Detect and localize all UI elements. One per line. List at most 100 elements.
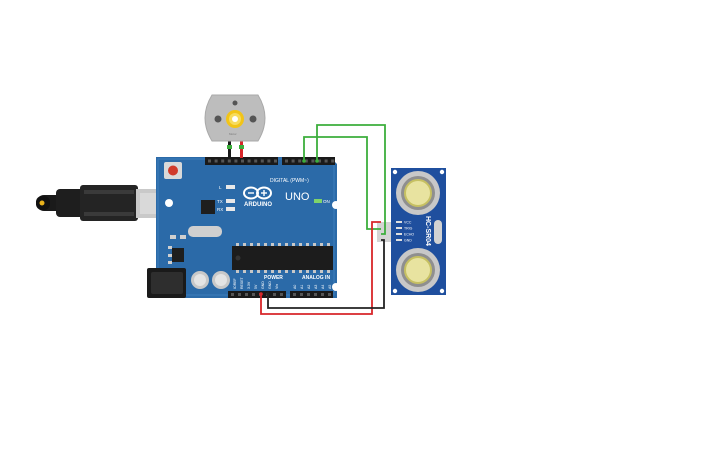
mount-hole [332, 283, 340, 291]
usb-chip [201, 200, 215, 214]
header-pin [267, 159, 271, 163]
on-led-label: ON [323, 199, 330, 204]
header-pin [260, 159, 264, 163]
motor-shaft-icon [226, 110, 244, 128]
dc-motor[interactable]: Motor [204, 94, 266, 158]
transducer-icon [396, 171, 440, 215]
svg-text:GND: GND [268, 281, 272, 289]
board-brand: ARDUINO [244, 202, 272, 208]
wire-red-vcc[interactable] [260, 221, 381, 315]
header-pin [257, 243, 260, 246]
header-pin [254, 159, 258, 163]
header-pin [299, 243, 302, 246]
header-pin [214, 159, 218, 163]
header-pin [236, 243, 239, 246]
header-pin [221, 159, 225, 163]
board-model: UNO [285, 191, 310, 203]
ultrasonic-sensor[interactable]: HC-SR04 VCC TRIG ECHO GND [377, 168, 446, 295]
header-pin [274, 159, 277, 163]
analog-pin-labels: A0 A1 A2 A3 A4 A5 [293, 285, 332, 289]
svg-text:RESET: RESET [240, 276, 244, 289]
tx-led-label: TX [217, 199, 223, 204]
header-pin [271, 270, 274, 273]
header-pin [307, 293, 310, 296]
transducer-icon [396, 248, 440, 292]
header-pin [271, 243, 274, 246]
l-led [226, 185, 235, 189]
header-pin [208, 159, 211, 163]
header-pin [331, 159, 335, 163]
svg-text:IOREF: IOREF [233, 278, 237, 289]
power-jack[interactable] [147, 268, 186, 298]
header-pin [234, 159, 238, 163]
arduino-logo-icon [243, 186, 272, 200]
header-pin [264, 270, 267, 273]
header-pin [285, 159, 288, 163]
header-pin [243, 270, 246, 273]
voltage-regulator [172, 248, 184, 262]
header-pin [236, 270, 239, 273]
arduino-uno-board[interactable]: L TX RX ON ARDUINO UNO DIGITA [147, 157, 340, 298]
header-pin [257, 270, 260, 273]
header-pin [320, 270, 323, 273]
header-pin [245, 293, 248, 296]
svg-text:A0: A0 [293, 285, 297, 289]
header-pin [280, 293, 283, 296]
svg-text:GND: GND [404, 239, 412, 243]
svg-text:GND: GND [261, 281, 265, 289]
mount-hole [332, 201, 340, 209]
header-pin [252, 293, 255, 296]
header-pin [328, 293, 331, 296]
svg-text:VCC: VCC [404, 221, 412, 225]
header-pin [314, 293, 317, 296]
svg-text:A1: A1 [300, 285, 304, 289]
header-pin [264, 243, 267, 246]
header-pin [247, 159, 251, 163]
header-pin [320, 243, 323, 246]
capacitor [212, 271, 230, 289]
header-pin [304, 159, 308, 163]
power-label: POWER [264, 275, 283, 281]
wire-green-echo[interactable] [316, 124, 386, 235]
header-pin [313, 243, 316, 246]
reset-button[interactable] [164, 162, 182, 179]
header-pin [291, 159, 295, 163]
header-pin [292, 270, 295, 273]
header-pin [278, 270, 281, 273]
motor-label: Motor [229, 132, 237, 136]
svg-text:Vin: Vin [275, 284, 279, 289]
power-header[interactable] [228, 291, 286, 298]
header-pin [327, 243, 330, 246]
header-pin [313, 270, 316, 273]
header-pin [306, 243, 309, 246]
svg-text:5V: 5V [254, 284, 258, 289]
tx-led [226, 199, 235, 203]
header-pin [299, 270, 302, 273]
analog-header[interactable] [290, 291, 333, 298]
sensor-pin-header[interactable] [377, 222, 391, 242]
header-pin [238, 293, 241, 296]
header-pin [241, 159, 244, 163]
svg-text:A5: A5 [328, 285, 332, 289]
digital-header[interactable] [205, 157, 335, 165]
analog-in-label: ANALOG IN [302, 275, 330, 281]
header-pin [298, 159, 302, 163]
svg-text:A2: A2 [307, 285, 311, 289]
wire-black-gnd[interactable] [267, 239, 385, 309]
mount-hole [165, 199, 173, 207]
sensor-model: HC-SR04 [424, 216, 431, 246]
header-pin [285, 270, 288, 273]
svg-text:A3: A3 [314, 285, 318, 289]
header-pin [321, 293, 324, 296]
l-led-label: L [219, 185, 222, 190]
header-pin [306, 270, 309, 273]
header-pin [300, 293, 303, 296]
header-pin [250, 243, 253, 246]
rx-led-label: RX [217, 207, 223, 212]
crystal-oscillator [188, 226, 222, 237]
atmega-chip [232, 243, 333, 273]
header-pin [227, 159, 231, 163]
svg-text:3.3V: 3.3V [247, 281, 251, 289]
header-pin [285, 243, 288, 246]
